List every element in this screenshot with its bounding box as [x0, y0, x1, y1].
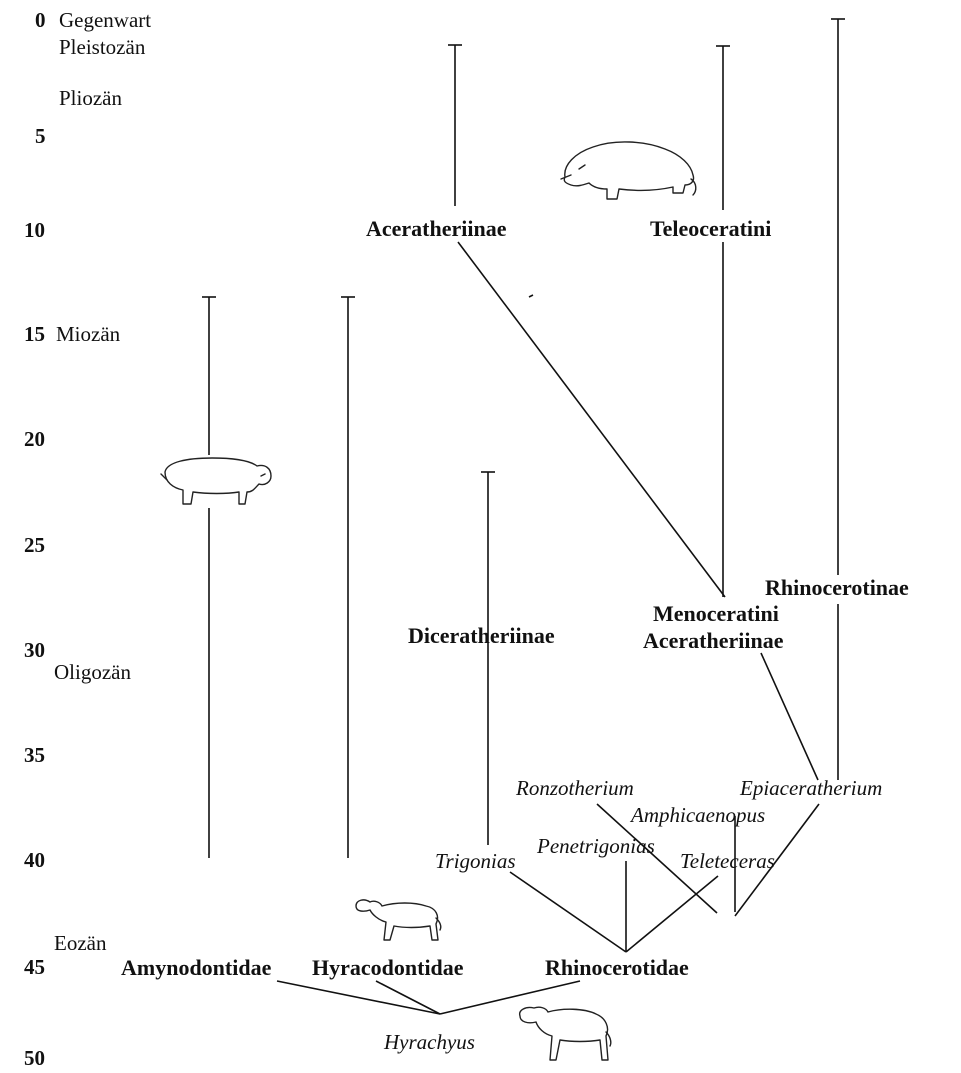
hyracodontidae-hyrachyus-link [375, 980, 441, 1015]
group-diceratheriinae: Diceratheriinae [408, 623, 555, 648]
genus-hyrachyus: Hyrachyus [384, 1030, 475, 1054]
time-tick-30: 30 [24, 638, 45, 662]
amynodont-illustration [160, 457, 272, 505]
time-tick-15: 15 [24, 322, 45, 346]
time-tick-20: 20 [24, 427, 45, 451]
hyracodon-illustration [355, 899, 442, 941]
group-rhinocerotinae: Rhinocerotinae [765, 575, 909, 600]
group-aceratheriinae-upper: Aceratheriinae [366, 216, 507, 241]
genus-amphicaenopus: Amphicaenopus [631, 803, 766, 827]
ronzotherium-teleteceras-link [596, 803, 718, 914]
genus-epiaceratherium: Epiaceratherium [740, 776, 883, 800]
epoch-miozaen: Miozän [56, 322, 121, 346]
time-tick-25: 25 [24, 533, 45, 557]
time-tick-45: 45 [24, 955, 45, 979]
trigonias-rhinocerotidae-link [509, 871, 627, 953]
amynodontidae-hyrachyus-link [276, 980, 441, 1015]
epoch-pliozaen: Pliozän [59, 86, 122, 110]
time-tick-0: 0 [35, 8, 46, 32]
time-tick-10: 10 [24, 218, 45, 242]
genus-penetrigonias: Penetrigonias [537, 834, 655, 858]
genus-teleteceras: Teleteceras [680, 849, 775, 873]
aceratheriinae-epiaceratherium-link [760, 652, 819, 781]
stray-mark [528, 294, 534, 298]
group-rhinocerotidae: Rhinocerotidae [545, 955, 689, 980]
genus-ronzotherium: Ronzotherium [516, 776, 634, 800]
rhinocerotidae-hyrachyus-link [439, 980, 581, 1015]
epoch-eozaen: Eozän [54, 931, 107, 955]
epoch-oligozaen: Oligozän [54, 660, 131, 684]
time-tick-50: 50 [24, 1046, 45, 1070]
time-tick-40: 40 [24, 848, 45, 872]
teleoceras-illustration [560, 141, 697, 200]
group-teleoceratini: Teleoceratini [650, 216, 772, 241]
time-tick-5: 5 [35, 124, 46, 148]
hyrachyus-illustration [519, 1006, 612, 1061]
time-tick-35: 35 [24, 743, 45, 767]
group-menoceratini: Menoceratini [653, 601, 779, 626]
aceratheriinae-menoceratini-diagonal [457, 241, 726, 598]
group-hyracodontidae: Hyracodontidae [312, 955, 464, 980]
group-aceratheriinae-lower: Aceratheriinae [643, 628, 784, 653]
epoch-gegenwart: Gegenwart [59, 8, 152, 32]
genus-trigonias: Trigonias [435, 849, 516, 873]
teleteceras-rhinocerotidae-link [625, 875, 719, 953]
epoch-pleistozaen: Pleistozän [59, 35, 146, 59]
group-amynodontidae: Amynodontidae [121, 955, 272, 980]
epiaceratherium-teleteceras-link [734, 803, 820, 917]
